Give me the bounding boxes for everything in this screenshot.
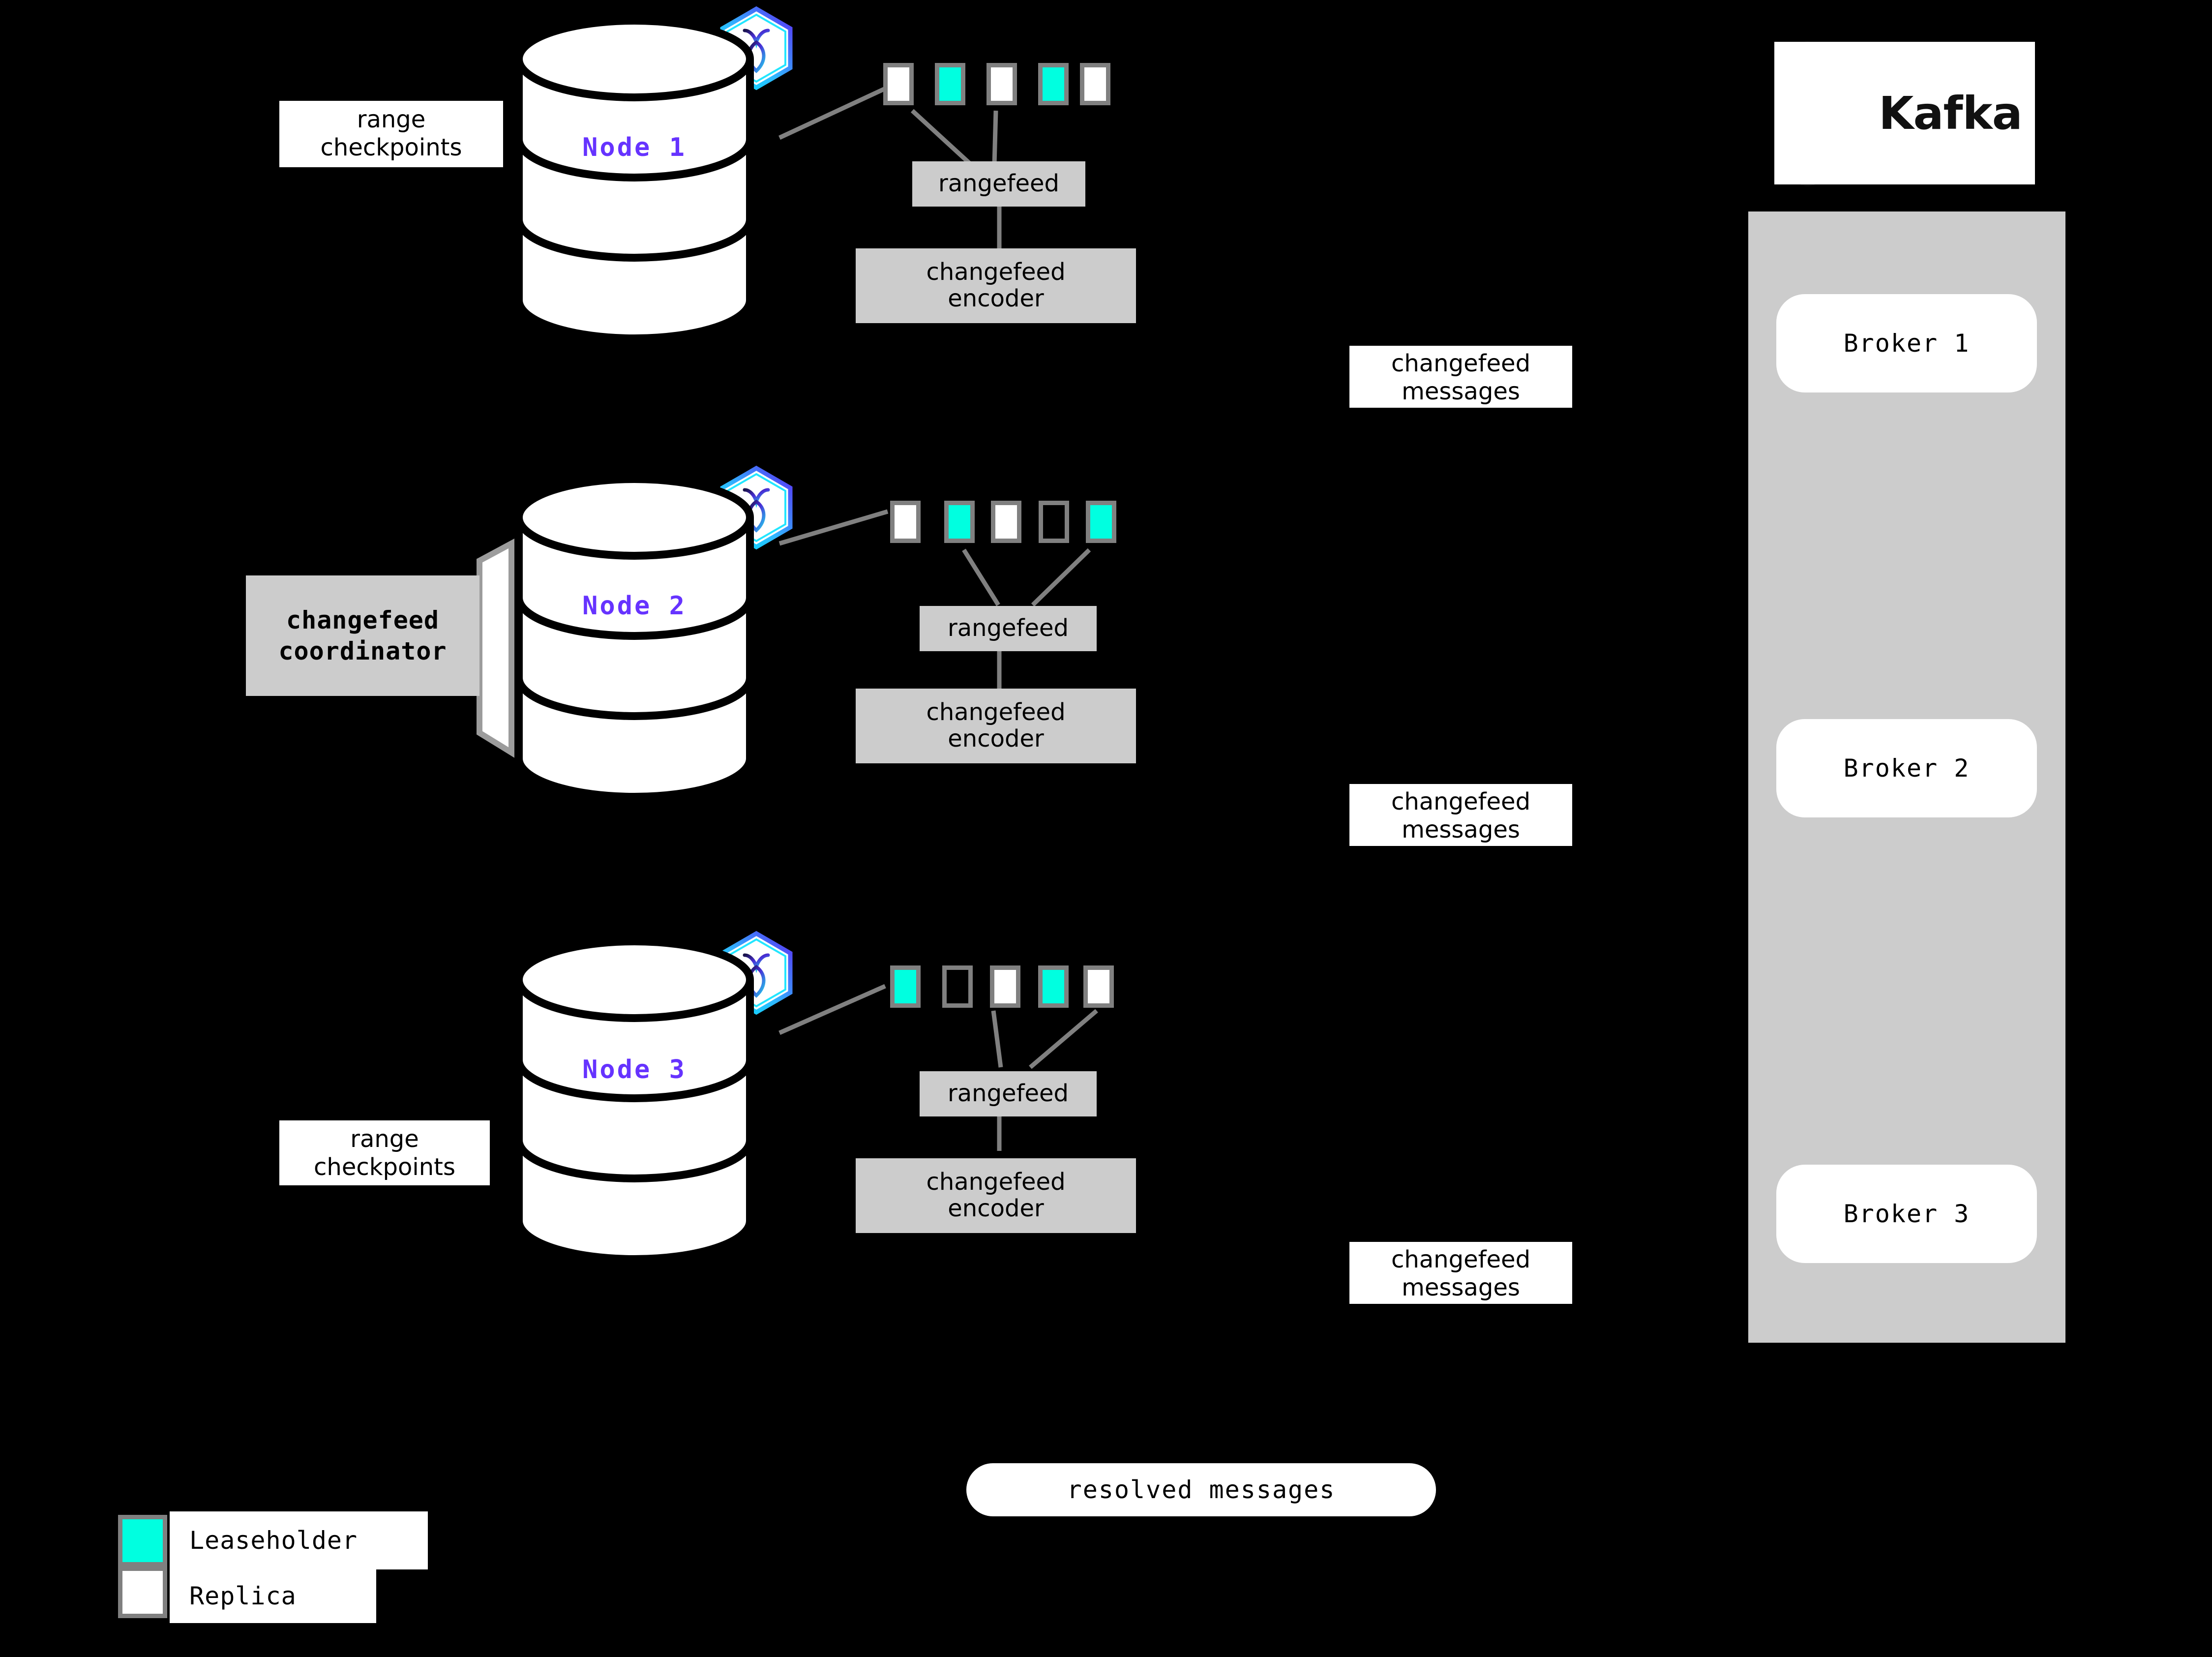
- range-box[interactable]: [890, 965, 921, 1008]
- range-box[interactable]: [890, 501, 921, 543]
- node-label-3: Node 3: [582, 1055, 687, 1085]
- changefeed-encoder-box-1[interactable]: changefeed encoder: [856, 248, 1136, 323]
- cockroachdb-hexagon-icon-node3: [720, 931, 793, 1015]
- broker-2[interactable]: Broker 2: [1776, 719, 2037, 817]
- encoder-line-1: changefeed: [926, 698, 1066, 726]
- range-box[interactable]: [986, 63, 1017, 105]
- range-box[interactable]: [1038, 965, 1069, 1008]
- legend-label-replica: Replica: [170, 1569, 376, 1623]
- changefeed-encoder-box-3[interactable]: changefeed encoder: [856, 1158, 1136, 1233]
- range-checkpoints-line-2: checkpoints: [320, 133, 462, 161]
- range-box[interactable]: [990, 965, 1020, 1008]
- coordinator-line-1: changefeed: [286, 606, 440, 634]
- encoder-line-2: encoder: [948, 1195, 1044, 1222]
- range-box[interactable]: [1080, 63, 1110, 105]
- range-box[interactable]: [883, 63, 914, 105]
- node-label-1: Node 1: [582, 133, 687, 162]
- range-checkpoints-line-1: range: [357, 106, 426, 133]
- changefeed-messages-line-2: messages: [1402, 815, 1520, 844]
- changefeed-messages-line-2: messages: [1402, 377, 1520, 405]
- node-cylinder-1: [515, 17, 754, 342]
- coordinator-callout-pointer: [477, 538, 514, 758]
- changefeed-encoder-box-2[interactable]: changefeed encoder: [856, 689, 1136, 763]
- encoder-line-1: changefeed: [926, 1168, 1066, 1196]
- range-box[interactable]: [944, 501, 975, 543]
- node-cylinder-3: [515, 937, 754, 1263]
- range-checkpoints-line-1: range: [350, 1125, 419, 1153]
- range-checkpoints-label-2: range checkpoints: [279, 1120, 490, 1185]
- encoder-line-1: changefeed: [926, 258, 1066, 286]
- changefeed-messages-line-1: changefeed: [1391, 350, 1531, 377]
- range-box[interactable]: [1083, 965, 1114, 1008]
- broker-3[interactable]: Broker 3: [1776, 1165, 2037, 1263]
- changefeed-coordinator-box[interactable]: [246, 575, 479, 696]
- range-box[interactable]: [991, 501, 1021, 543]
- range-box[interactable]: [1038, 63, 1069, 105]
- coordinator-line-2: coordinator: [278, 636, 447, 665]
- changefeed-messages-label-3: changefeed messages: [1349, 1242, 1572, 1304]
- broker-1[interactable]: Broker 1: [1776, 294, 2037, 392]
- rangefeed-box-3[interactable]: rangefeed: [920, 1071, 1097, 1116]
- resolved-messages-pill[interactable]: resolved messages: [966, 1463, 1436, 1516]
- range-box[interactable]: [942, 965, 973, 1008]
- encoder-line-2: encoder: [948, 285, 1044, 312]
- cockroachdb-hexagon-icon-node1: [720, 6, 793, 90]
- changefeed-messages-line-1: changefeed: [1391, 1246, 1531, 1273]
- encoder-line-2: encoder: [948, 725, 1044, 753]
- changefeed-messages-label-1: changefeed messages: [1349, 346, 1572, 408]
- changefeed-coordinator-text: changefeed coordinator: [246, 575, 479, 696]
- legend-swatch-replica: [118, 1567, 167, 1618]
- legend-swatch-leaseholder: [118, 1515, 167, 1567]
- range-box[interactable]: [935, 63, 965, 105]
- changefeed-messages-label-2: changefeed messages: [1349, 784, 1572, 846]
- range-checkpoints-label-1: range checkpoints: [279, 101, 503, 167]
- legend-label-leaseholder: Leaseholder: [170, 1511, 428, 1569]
- changefeed-messages-line-2: messages: [1402, 1273, 1520, 1301]
- rangefeed-box-2[interactable]: rangefeed: [920, 606, 1097, 651]
- rangefeed-box-1[interactable]: rangefeed: [912, 161, 1085, 207]
- changefeed-messages-line-1: changefeed: [1391, 788, 1531, 815]
- kafka-logo-card: Kafka: [1774, 42, 2035, 184]
- node-label-2: Node 2: [582, 591, 687, 621]
- range-checkpoints-line-2: checkpoints: [314, 1153, 455, 1181]
- range-box[interactable]: [1086, 501, 1116, 543]
- node-cylinder-2: [515, 475, 754, 801]
- kafka-wordmark: Kafka: [1879, 87, 2023, 140]
- range-box[interactable]: [1039, 501, 1069, 543]
- cockroachdb-hexagon-icon-node2: [720, 465, 793, 550]
